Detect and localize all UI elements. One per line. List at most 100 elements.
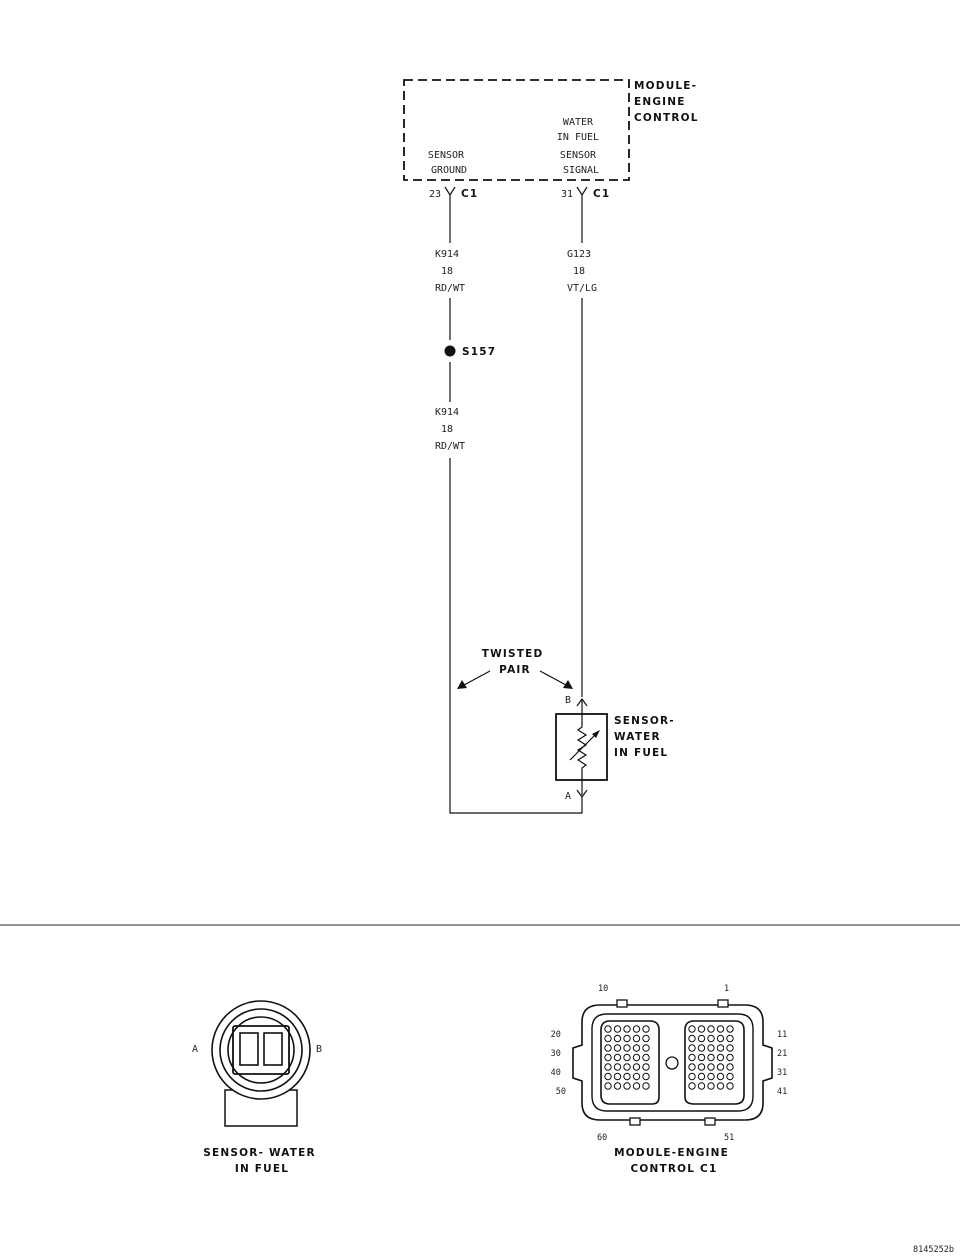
sensor-pin-b-terminal: [576, 697, 588, 714]
module-c1-tab-top-right: [717, 999, 729, 1008]
wif-sensor-signal-label: WATER IN FUEL SENSOR SIGNAL: [557, 117, 605, 176]
connector-pin-cavity: [716, 1082, 725, 1090]
connector-pin-cavity: [632, 1053, 641, 1062]
connector-pin-cavity: [716, 1034, 725, 1043]
twisted-pair-arrowhead-right: [563, 680, 573, 689]
connector-pin-cavity: [697, 1044, 706, 1052]
connector-pin-cavity: [642, 1044, 650, 1052]
connector-pin-cavity: [604, 1034, 612, 1043]
module-c1-label-1: 1: [724, 984, 729, 994]
connector-pin-cavity: [707, 1063, 715, 1071]
module-c1-left-cavity: [600, 1020, 660, 1105]
connector-pin-cavity: [613, 1053, 622, 1062]
module-c1-inner-shell: [591, 1013, 754, 1112]
connector-pin-cavity: [613, 1025, 622, 1033]
variable-resistor-arrow: [569, 732, 598, 761]
connector-pin-cavity: [642, 1025, 650, 1033]
connector-pin-cavity: [604, 1072, 612, 1081]
connector-pin-cavity: [632, 1072, 641, 1081]
wire-k914-lower-label: K914 18 RD/WT: [435, 407, 465, 452]
connector-pin-cavity: [707, 1025, 715, 1033]
module-connector-c1-right: C1: [593, 188, 610, 200]
connector-pin-cavity: [604, 1082, 612, 1090]
sensor-ground-label: SENSOR GROUND: [428, 150, 470, 176]
connector-pin-cavity: [623, 1072, 631, 1081]
sensor-name: SENSOR- WATER IN FUEL: [614, 715, 680, 759]
connector-pin-cavity: [707, 1053, 715, 1062]
connector-pin-cavity: [707, 1034, 715, 1043]
sensor-connector-outer-ring: [211, 1000, 311, 1100]
sensor-pin-a-terminal: [576, 789, 588, 805]
sensor-connector-caption: SENSOR- WATER IN FUEL: [203, 1147, 320, 1175]
connector-pin-cavity: [632, 1034, 641, 1043]
connector-pin-cavity: [613, 1044, 622, 1052]
connector-pin-cavity: [623, 1025, 631, 1033]
sensor-connector-pin-a: A: [192, 1044, 198, 1055]
sensor-pin-b: B: [565, 695, 571, 706]
connector-pin-cavity: [613, 1072, 622, 1081]
connector-pin-cavity: [642, 1072, 650, 1081]
connector-pin-cavity: [726, 1063, 734, 1071]
connector-pin-cavity: [632, 1063, 641, 1071]
sensor-connector-pin-b: B: [316, 1044, 322, 1055]
connector-pin-cavity: [642, 1082, 650, 1090]
connector-pin-cavity: [726, 1044, 734, 1052]
sensor-connector-inner-ring: [219, 1008, 303, 1092]
connector-pin-cavity: [707, 1072, 715, 1081]
connector-pin-cavity: [716, 1063, 725, 1071]
connector-pin-cavity: [688, 1082, 696, 1090]
connector-pin-cavity: [604, 1044, 612, 1052]
connector-pin-cavity: [642, 1063, 650, 1071]
module-c1-connector-view: [572, 999, 773, 1126]
module-c1-label-51: 51: [724, 1133, 734, 1143]
module-c1-left-labels: 20 30 40 50: [551, 1030, 566, 1097]
module-c1-label-60: 60: [597, 1133, 607, 1143]
module-c1-pin-grid: [604, 1025, 734, 1090]
twisted-pair-label: TWISTED PAIR: [482, 648, 549, 676]
connector-pin-cavity: [688, 1025, 696, 1033]
module-connector-c1-left: C1: [461, 188, 478, 200]
connector-pin-cavity: [697, 1072, 706, 1081]
variable-resistor-arrowhead: [592, 730, 600, 738]
module-c1-tab-bottom-left: [629, 1117, 641, 1126]
connector-pin-cavity: [726, 1034, 734, 1043]
variable-resistor-symbol: [576, 714, 588, 780]
sensor-connector-face: [227, 1016, 295, 1084]
module-c1-right-cavity: [684, 1020, 745, 1105]
connector-pin-cavity: [688, 1034, 696, 1043]
module-name: MODULE- ENGINE CONTROL: [634, 80, 702, 124]
module-c1-label-10: 10: [598, 984, 608, 994]
connector-pin-cavity: [726, 1025, 734, 1033]
twisted-pair-arrow-right: [539, 670, 567, 686]
module-pin-23: 23: [429, 189, 441, 200]
sensor-terminal-b: [263, 1032, 283, 1066]
connector-pin-cavity: [716, 1053, 725, 1062]
splice-s157-label: S157: [462, 346, 496, 358]
module-c1-key: [665, 1056, 679, 1070]
connector-pin-cavity: [613, 1063, 622, 1071]
connector-pin-cavity: [632, 1025, 641, 1033]
module-engine-control-box: [403, 79, 630, 181]
connector-pin-cavity: [726, 1053, 734, 1062]
connector-pin-cavity: [707, 1044, 715, 1052]
connector-pin-cavity: [642, 1034, 650, 1043]
connector-pin-cavity: [697, 1053, 706, 1062]
connector-pin-cavity: [716, 1025, 725, 1033]
connector-pin-cavity: [604, 1025, 612, 1033]
module-c1-tab-top-left: [616, 999, 628, 1008]
connector-pin-cavity: [623, 1034, 631, 1043]
module-c1-caption: MODULE-ENGINE CONTROL C1: [614, 1147, 734, 1175]
connector-pin-cavity: [642, 1053, 650, 1062]
connector-pin-cavity: [688, 1053, 696, 1062]
wire-k914-lower: [449, 458, 583, 814]
connector-pin-cavity: [688, 1044, 696, 1052]
connector-pin-cavity: [688, 1063, 696, 1071]
connector-pin-cavity: [697, 1025, 706, 1033]
sensor-connector-view: [211, 1000, 311, 1127]
connector-pin-cavity: [697, 1063, 706, 1071]
connector-pin-cavity: [623, 1044, 631, 1052]
module-pin-23-terminal: [444, 186, 456, 203]
twisted-pair-arrowhead-left: [457, 680, 467, 689]
connector-pin-cavity: [726, 1072, 734, 1081]
